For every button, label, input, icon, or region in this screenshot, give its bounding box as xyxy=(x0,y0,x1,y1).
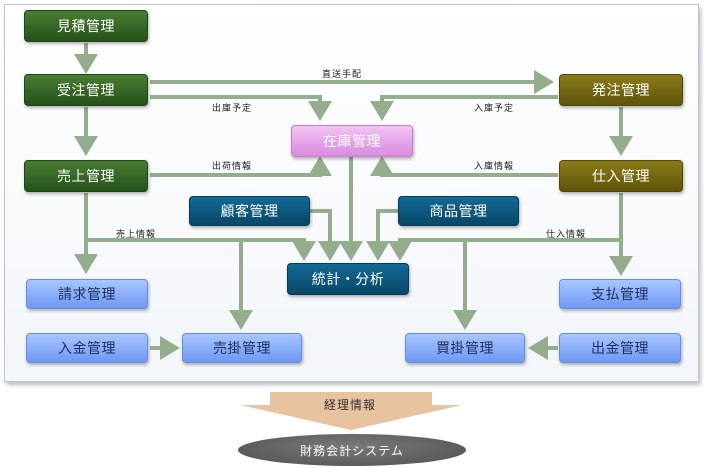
module-order-receive-label: 受注管理 xyxy=(57,83,115,99)
label-receiving-plan: 入庫予定 xyxy=(474,104,515,114)
module-stats-label: 統計・分析 xyxy=(311,272,385,288)
label-receiving-info: 入庫情報 xyxy=(474,162,515,172)
connector-receiving-info xyxy=(370,156,558,177)
module-estimate-label: 見積管理 xyxy=(57,19,115,35)
module-customer[interactable]: 顧客管理 xyxy=(189,196,310,226)
label-purchase-info: 仕入情報 xyxy=(546,230,587,240)
label-shipping-plan: 出庫予定 xyxy=(212,104,253,114)
module-purchase-label: 仕入管理 xyxy=(592,169,650,185)
module-receipt[interactable]: 入金管理 xyxy=(26,333,148,363)
connector-customer-stats xyxy=(310,209,342,261)
connector-shipping-plan xyxy=(150,95,332,121)
accounting-arrow xyxy=(240,392,462,430)
module-receivables[interactable]: 売掛管理 xyxy=(182,333,302,363)
module-payment-plan-label: 支払管理 xyxy=(591,287,649,303)
connector-receiving-plan xyxy=(370,95,558,121)
module-payment-out-label: 出金管理 xyxy=(591,341,649,357)
module-billing-label: 請求管理 xyxy=(58,287,116,303)
label-direct-shipping: 直送手配 xyxy=(322,70,363,80)
module-inventory[interactable]: 在庫管理 xyxy=(291,125,413,157)
connector-shipment-info xyxy=(150,156,332,177)
connector-product-stats xyxy=(366,209,398,261)
module-stats[interactable]: 統計・分析 xyxy=(287,263,409,295)
module-order-receive[interactable]: 受注管理 xyxy=(24,74,148,106)
module-payment-plan[interactable]: 支払管理 xyxy=(559,279,681,309)
module-receipt-label: 入金管理 xyxy=(58,341,116,357)
connector-purchase-info xyxy=(388,238,621,261)
connector-sales-info xyxy=(86,238,316,261)
module-payment-out[interactable]: 出金管理 xyxy=(559,333,681,363)
module-purchase-order-label: 発注管理 xyxy=(592,83,650,99)
label-sales-info: 売上情報 xyxy=(116,230,157,240)
module-sales-label: 売上管理 xyxy=(57,169,115,185)
module-billing[interactable]: 請求管理 xyxy=(26,279,148,309)
label-shipment-info: 出荷情報 xyxy=(212,162,253,172)
module-payables-label: 買掛管理 xyxy=(436,341,494,357)
module-estimate[interactable]: 見積管理 xyxy=(24,10,148,42)
module-sales[interactable]: 売上管理 xyxy=(24,160,148,192)
module-customer-label: 顧客管理 xyxy=(220,204,279,220)
module-purchase[interactable]: 仕入管理 xyxy=(559,160,683,192)
module-product-label: 商品管理 xyxy=(429,204,488,220)
module-payables[interactable]: 買掛管理 xyxy=(405,333,525,363)
financial-accounting-system[interactable]: 財務会計システム xyxy=(238,434,466,466)
financial-accounting-system-label: 財務会計システム xyxy=(300,443,404,458)
module-product[interactable]: 商品管理 xyxy=(398,196,519,226)
module-inventory-label: 在庫管理 xyxy=(323,134,381,150)
module-receivables-label: 売掛管理 xyxy=(213,341,271,357)
accounting-info-label: 経理情報 xyxy=(323,398,376,412)
module-purchase-order[interactable]: 発注管理 xyxy=(559,74,683,106)
